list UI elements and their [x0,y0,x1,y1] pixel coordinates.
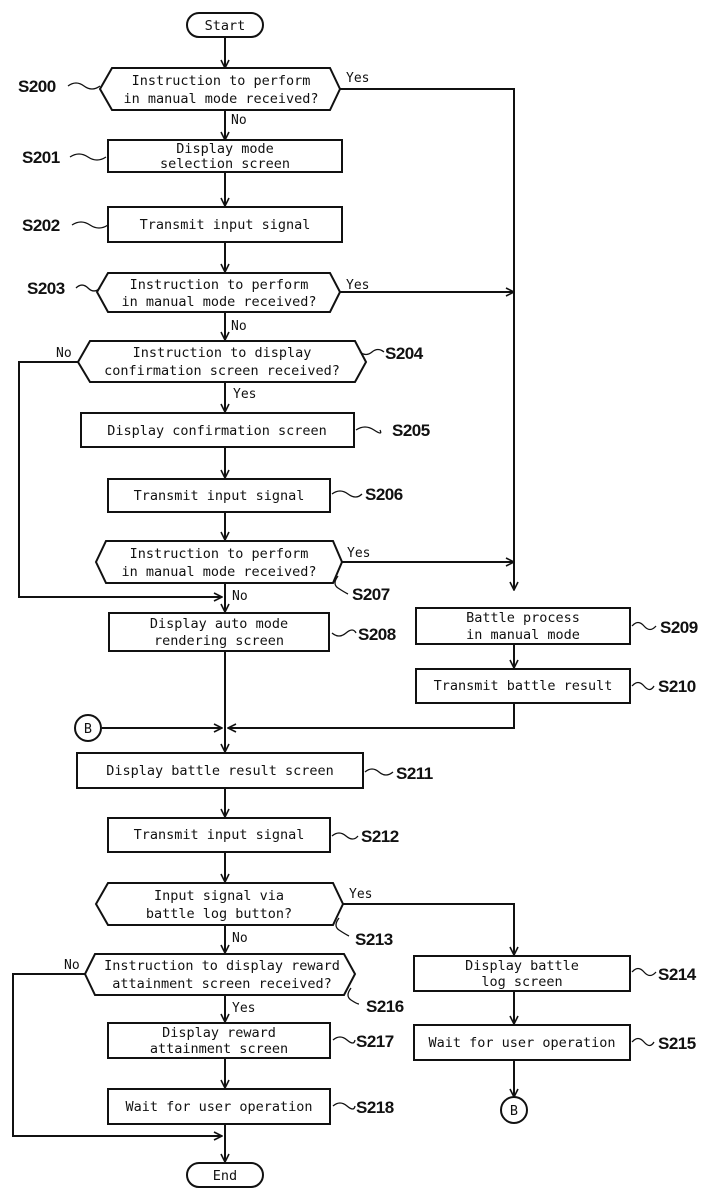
arrow-s210-to-merge [228,703,514,728]
process-s217: Display reward attainment screen S217 [108,1023,394,1058]
s218-step-id: S218 [356,1098,394,1117]
s201-line-1: Display mode [176,141,274,157]
s208-step-id: S208 [358,625,396,644]
s216-line-2: attainment screen received? [112,976,331,992]
process-s214: Display battle log screen S214 [414,956,697,991]
s218-line-1: Wait for user operation [126,1099,313,1115]
process-s211: Display battle result screen S211 [77,753,433,788]
s203-line-2: in manual mode received? [121,294,316,310]
connector-b-label: B [510,1103,518,1119]
s203-line-1: Instruction to perform [130,277,309,293]
s209-step-id: S209 [660,618,698,637]
process-s205: Display confirmation screen S205 [81,413,430,447]
s201-step-id: S201 [22,148,60,167]
s200-no-label: No [231,113,247,128]
s214-line-2: log screen [481,974,562,990]
s200-line-1: Instruction to perform [132,73,311,89]
start-label: Start [205,18,246,34]
s216-line-1: Instruction to display reward [104,958,340,974]
s205-step-id: S205 [392,421,430,440]
connector-b-left: B [75,715,101,741]
decision-s200: Instruction to perform in manual mode re… [18,68,369,128]
s213-line-2: battle log button? [146,906,292,922]
decision-s203: Instruction to perform in manual mode re… [27,273,369,334]
s213-yes-label: Yes [349,887,372,902]
process-s206: Transmit input signal S206 [108,479,403,512]
s213-line-1: Input signal via [154,888,284,904]
s205-line-1: Display confirmation screen [107,423,326,439]
s207-step-id: S207 [352,585,390,604]
s216-no-label: No [64,958,80,973]
s206-line-1: Transmit input signal [134,488,305,504]
process-s209: Battle process in manual mode S209 [416,608,698,644]
s212-line-1: Transmit input signal [134,827,305,843]
process-s202: Transmit input signal S202 [22,207,342,242]
s203-yes-label: Yes [346,278,369,293]
s210-line-1: Transmit battle result [434,678,613,694]
s207-yes-label: Yes [347,546,370,561]
end-label: End [213,1168,237,1184]
s204-step-id: S204 [385,344,424,363]
s203-no-label: No [231,319,247,334]
s207-line-1: Instruction to perform [130,546,309,562]
process-s212: Transmit input signal S212 [108,818,399,852]
s217-line-1: Display reward [162,1025,276,1041]
process-s201: Display mode selection screen S201 [22,140,342,172]
s204-yes-label: Yes [233,387,256,402]
decision-s213: Input signal via battle log button? Yes … [96,883,393,949]
s211-line-1: Display battle result screen [106,763,334,779]
s202-step-id: S202 [22,216,60,235]
s208-line-1: Display auto mode [150,616,288,632]
s213-no-label: No [232,931,248,946]
s203-step-id: S203 [27,279,65,298]
s213-step-id: S213 [355,930,393,949]
arrow-s200-yes [340,89,514,292]
s204-no-label: No [56,346,72,361]
s214-line-1: Display battle [465,958,579,974]
s207-no-label: No [232,589,248,604]
s207-line-2: in manual mode received? [121,564,316,580]
decision-s207: Instruction to perform in manual mode re… [96,541,390,604]
process-s215: Wait for user operation S215 [414,1025,696,1060]
decision-s204: Instruction to display confirmation scre… [56,341,424,402]
connector-b-label: B [84,721,92,737]
s217-line-2: attainment screen [150,1041,288,1057]
s200-line-2: in manual mode received? [123,91,318,107]
s212-step-id: S212 [361,827,399,846]
s204-line-1: Instruction to display [133,345,312,361]
end-terminal: End [187,1163,263,1187]
s208-line-2: rendering screen [154,633,284,649]
s209-line-1: Battle process [466,610,580,626]
s217-step-id: S217 [356,1032,394,1051]
s214-step-id: S214 [658,965,697,984]
s202-line-1: Transmit input signal [140,217,311,233]
s200-step-id: S200 [18,77,56,96]
s216-step-id: S216 [366,997,404,1016]
s211-step-id: S211 [396,764,433,783]
decision-s216: Instruction to display reward attainment… [64,954,404,1016]
s215-step-id: S215 [658,1034,696,1053]
s206-step-id: S206 [365,485,403,504]
s200-yes-label: Yes [346,71,369,86]
process-s218: Wait for user operation S218 [108,1089,394,1124]
s216-yes-label: Yes [232,1001,255,1016]
s215-line-1: Wait for user operation [429,1035,616,1051]
start-terminal: Start [187,13,263,37]
connector-b-right: B [501,1097,527,1123]
s210-step-id: S210 [658,677,696,696]
process-s210: Transmit battle result S210 [416,669,696,703]
s201-line-2: selection screen [160,156,290,172]
s209-line-2: in manual mode [466,627,580,643]
s204-line-2: confirmation screen received? [104,363,340,379]
process-s208: Display auto mode rendering screen S208 [109,613,396,651]
